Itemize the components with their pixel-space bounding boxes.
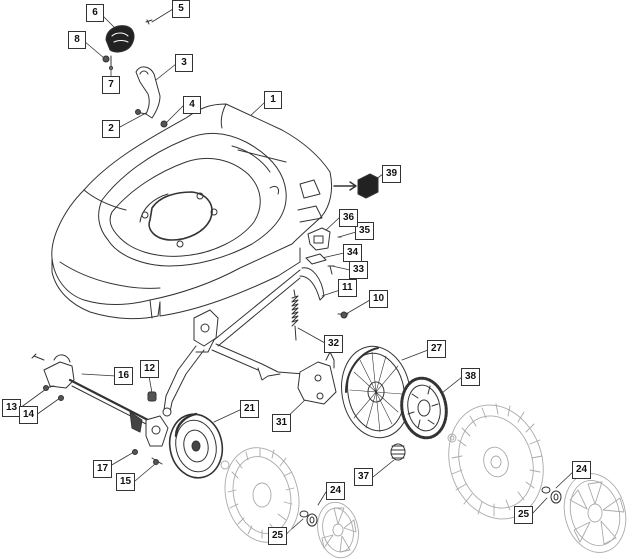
washer-part-17 [132,449,138,455]
deck-bracket-fittings [305,227,342,275]
small-screw-part-5 [145,19,153,25]
callout-part-8: 8 [68,31,86,49]
callout-part-38: 38 [461,368,481,386]
callout-part-36: 36 [339,209,359,227]
callout-part-32: 32 [324,335,344,353]
washer-part-8 [102,55,110,63]
callout-part-37: 37 [354,468,374,486]
callout-part-4: 4 [183,96,201,114]
screw-part-15 [151,457,163,465]
callout-part-31: 31 [272,414,292,432]
callout-part-21: 21 [240,400,260,418]
callout-part-6: 6 [86,4,104,22]
callout-part-11: 11 [338,279,357,297]
callout-part-7: 7 [102,76,120,94]
callout-part-17: 17 [93,460,113,478]
mower-deck [51,103,333,320]
adjuster-lever-part-3 [135,66,161,119]
callout-part-3: 3 [175,54,193,72]
callout-part-27: 27 [427,340,447,358]
screw-part-2 [135,109,147,115]
bushing-part-12 [147,391,157,402]
height-adjust-rod-part-11 [162,267,325,417]
wheel-nut-part-25-rear [550,490,562,504]
drive-gear-part-38 [400,376,448,440]
leader-lines [19,8,576,536]
rear-wheel-hubcap [563,473,627,553]
callout-part-25-rear: 25 [514,506,534,524]
callout-part-12: 12 [140,360,160,378]
screw-part-13 [43,385,55,391]
pin-part-7 [109,55,113,70]
pinion-part-37 [390,443,406,461]
cable-clip-part-39 [333,173,379,199]
callout-part-25-front: 25 [268,527,288,545]
callout-part-2: 2 [102,120,120,138]
wheel-bracket-part-31 [297,351,337,405]
wheel-washer-part-24-front [299,510,309,518]
callout-part-1: 1 [264,91,282,109]
screw-part-10 [337,311,349,319]
callout-part-24-rear: 24 [572,461,592,479]
front-wheel-ghost [220,447,300,543]
callout-part-15: 15 [116,473,136,491]
callout-part-35: 35 [355,222,375,240]
nut-part-4 [160,120,168,128]
callout-part-24-front: 24 [326,482,346,500]
callout-part-39: 39 [382,165,402,183]
callout-part-33: 33 [349,261,369,279]
callout-part-5: 5 [172,0,190,18]
height-adjust-knob-part-6 [105,25,135,53]
spring-part-32 [291,289,299,341]
front-wheel-hubcap-ghost [317,501,359,559]
front-hubcap-part-21 [168,412,224,479]
wheel-washer-part-24-rear [541,486,551,494]
washer-part-14 [58,395,64,401]
gear-hubcap-part-27 [341,345,411,439]
callout-part-10: 10 [369,290,389,308]
callout-part-16: 16 [114,367,134,385]
wheel-nut-part-25-front [306,513,318,527]
callout-part-14: 14 [19,406,39,424]
callout-part-34: 34 [343,244,363,262]
front-axle-part-16 [31,353,169,447]
rear-axle-bracket [193,309,305,381]
rear-wheel-large [447,403,544,520]
